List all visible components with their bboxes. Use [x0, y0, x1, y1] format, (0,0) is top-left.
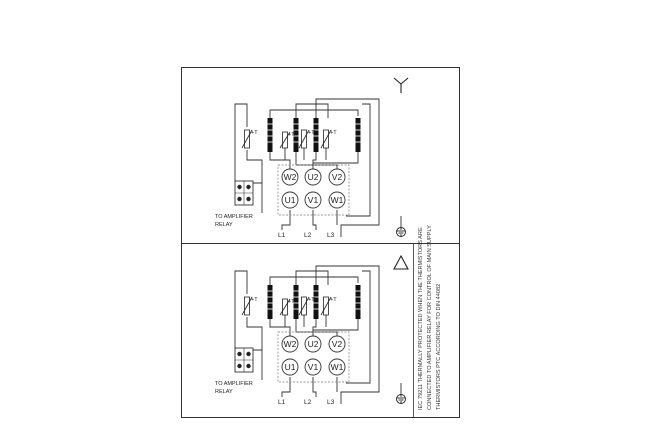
star-symbol [393, 77, 409, 93]
ground-icon [396, 394, 406, 404]
winding-coil [293, 285, 299, 319]
terminal-label: U2 [308, 172, 319, 182]
terminal-label: V2 [332, 172, 343, 182]
winding-coil [313, 118, 319, 152]
thermistor-label: +T [251, 297, 258, 303]
supply-line-label: L2 [304, 232, 312, 239]
terminal-board [277, 331, 350, 383]
diagram-frame [181, 67, 460, 418]
side-note-line: THERMISTORS PTC ACCORDING TO DIN 44082 [436, 284, 442, 410]
motor-windings [267, 285, 361, 319]
thermistor-label: +T [288, 299, 295, 305]
panel-star: +T +T +T +T W2 U2 V2 U1 V1 W1 TO AMPLIFI… [215, 77, 409, 239]
relay-label: TO AMPLIFIER [215, 214, 253, 220]
winding-coil-stripes [267, 290, 361, 310]
terminal-label: V2 [332, 339, 343, 349]
supply-line-label: L2 [304, 399, 312, 406]
relay-label: RELAY [215, 389, 233, 395]
amplifier-relay-connector [234, 347, 254, 373]
amplifier-relay-connector [234, 180, 254, 206]
delta-symbol [393, 254, 409, 270]
terminal-label: W2 [284, 339, 297, 349]
supply-line-label: L1 [278, 399, 286, 406]
thermistor-label: +T [330, 297, 337, 303]
side-note: IEC 79211 THERMALLY PROTECTED WHEN THE T… [418, 225, 442, 410]
supply-line-label: L3 [327, 232, 335, 239]
thermistors [241, 129, 332, 149]
winding-coil [267, 118, 273, 152]
terminals [281, 335, 346, 376]
winding-coil [313, 285, 319, 319]
terminal-label: W1 [331, 195, 344, 205]
terminals [281, 168, 346, 209]
terminal-board [277, 164, 350, 216]
thermistor-label: +T [308, 297, 315, 303]
terminal-label: W2 [284, 172, 297, 182]
terminal-label: W1 [331, 362, 344, 372]
thermistor-label: +T [288, 132, 295, 138]
terminal-label: V1 [308, 195, 319, 205]
side-note-line: IEC 79211 THERMALLY PROTECTED WHEN THE T… [418, 227, 424, 410]
side-note-line: CONNECTED TO AMPLIFIER RELAY FOR CONTROL… [427, 225, 433, 410]
relay-label: RELAY [215, 222, 233, 228]
ground-icon [396, 227, 406, 237]
terminal-label: U1 [285, 362, 296, 372]
motor-windings [267, 118, 361, 152]
terminal-label: U1 [285, 195, 296, 205]
thermistors [241, 296, 332, 316]
winding-coil [355, 285, 361, 319]
thermistor-label: +T [308, 130, 315, 136]
winding-coil [355, 118, 361, 152]
winding-coil [293, 118, 299, 152]
winding-coil [267, 285, 273, 319]
relay-label: TO AMPLIFIER [215, 381, 253, 387]
panel-delta: +T +T +T +T W2 U2 V2 U1 V1 W1 TO AMPLIFI… [215, 254, 409, 406]
thermistor-label: +T [251, 130, 258, 136]
terminal-label: U2 [308, 339, 319, 349]
supply-line-label: L1 [278, 232, 286, 239]
thermistor-label: +T [330, 130, 337, 136]
winding-coil-stripes [267, 123, 361, 143]
supply-line-label: L3 [327, 399, 335, 406]
terminal-label: V1 [308, 362, 319, 372]
